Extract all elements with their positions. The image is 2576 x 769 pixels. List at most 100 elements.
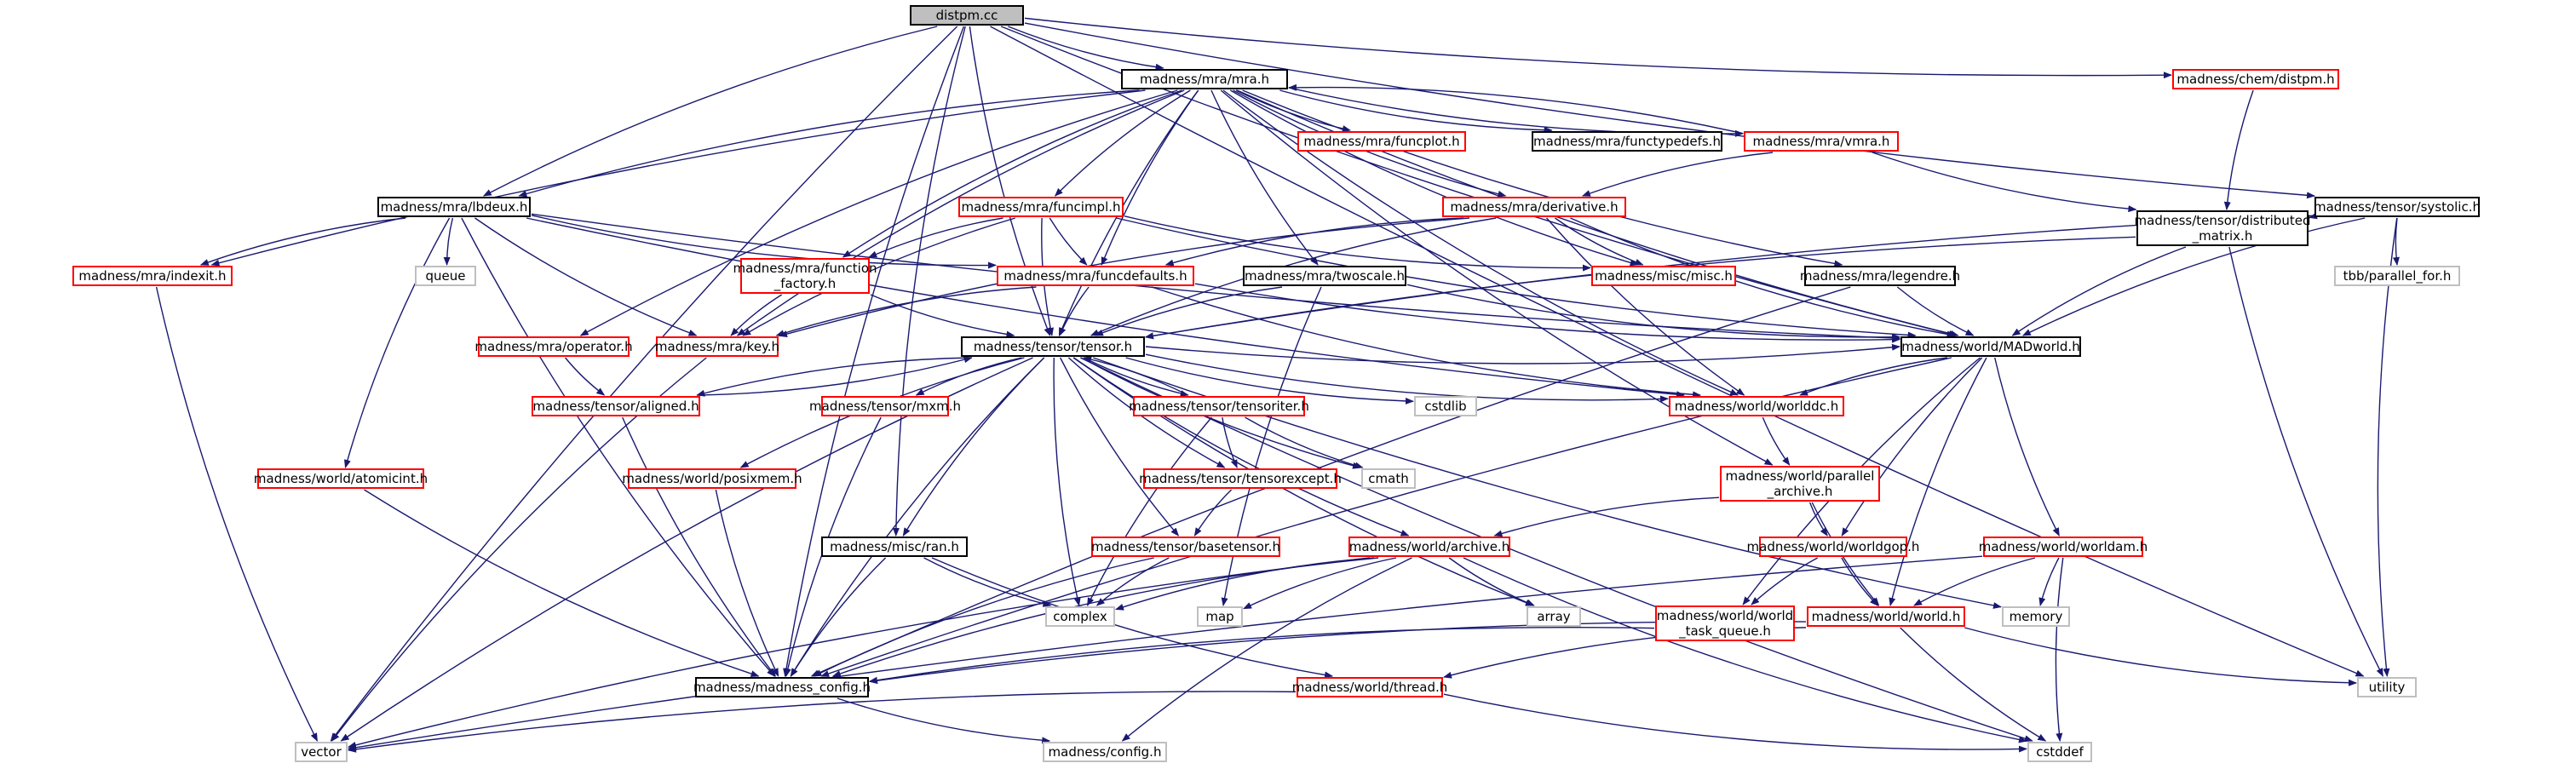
edge (1116, 217, 1917, 339)
node-tensorexcept[interactable]: madness/tensor/tensorexcept.h (1139, 468, 1342, 489)
node-lbdeux[interactable]: madness/mra/lbdeux.h (377, 197, 531, 217)
edge-aligned-to-tensor (697, 356, 973, 396)
node-vector[interactable]: vector (295, 742, 348, 762)
edge (2038, 557, 2060, 606)
edge (1279, 89, 1553, 134)
node-madworld[interactable]: madness/world/MADworld.h (1900, 336, 2081, 357)
node-tbbparfor[interactable]: tbb/parallel_for.h (2334, 266, 2460, 286)
node-archive[interactable]: madness/world/archive.h (1348, 537, 1510, 557)
node-label: madness/mra/key.h (655, 339, 779, 354)
node-parallelarchive[interactable]: madness/world/parallel_archive.h (1720, 466, 1880, 502)
node-mra[interactable]: madness/mra/mra.h (1121, 69, 1288, 89)
edge (779, 217, 1470, 338)
node-root[interactable]: distpm.cc (910, 5, 1024, 26)
node-label: madness/mra/mra.h (1140, 72, 1269, 87)
node-madconfig[interactable]: madness/madness_config.h (693, 677, 871, 697)
node-systolic[interactable]: madness/tensor/systolic.h (2314, 197, 2481, 217)
edge (461, 217, 775, 677)
node-key[interactable]: madness/mra/key.h (655, 336, 779, 357)
edge-mra-to-operator (579, 89, 1178, 336)
edge (1073, 357, 1410, 537)
edge (2223, 89, 2254, 210)
node-atomicint[interactable]: madness/world/atomicint.h (254, 468, 428, 489)
edge-archive-to-cstddef (1463, 557, 2027, 743)
node-basetensor[interactable]: madness/tensor/basetensor.h (1091, 537, 1280, 557)
node-funcfactory[interactable]: madness/mra/function_factory.h (733, 258, 877, 294)
edge (1889, 357, 1987, 606)
edge-twoscale-to-madworld (1406, 284, 1900, 341)
node-box (1197, 606, 1243, 627)
edge (1145, 353, 1669, 403)
edge (775, 286, 1037, 337)
edge (1220, 89, 1774, 466)
node-worldam[interactable]: madness/world/worldam.h (1979, 537, 2148, 557)
node-memory[interactable]: memory (2002, 606, 2070, 627)
node-worldgop[interactable]: madness/world/worldgop.h (1747, 537, 1920, 557)
node-cmath[interactable]: cmath (1361, 468, 1416, 489)
node-label: vector (301, 744, 342, 760)
node-functypedefs[interactable]: madness/mra/functypedefs.h (1532, 131, 1722, 152)
node-complex[interactable]: complex (1045, 606, 1115, 627)
node-posixmem[interactable]: madness/world/posixmem.h (622, 468, 802, 489)
node-distmatrix[interactable]: madness/tensor/distributed_matrix.h (2135, 210, 2311, 246)
edge-tensor-to-cmath (1080, 357, 1361, 469)
edge (2228, 246, 2383, 677)
node-queue[interactable]: queue (415, 266, 476, 286)
edge-lbdeux-to-atomicint (344, 217, 451, 468)
edge-vmra-to-mra (1288, 83, 1744, 135)
edge (1581, 152, 1774, 197)
node-worldtaskqueue[interactable]: madness/world/world_task_queue.h (1655, 605, 1795, 641)
node-worldh[interactable]: madness/world/world.h (1807, 606, 1965, 627)
edge-legendre-to-madworld (1896, 286, 1975, 336)
edge (1448, 557, 1535, 606)
node-label: madness/chem/distpm.h (2176, 72, 2334, 87)
node-twoscale[interactable]: madness/mra/twoscale.h (1243, 266, 1406, 286)
node-cstddef[interactable]: cstddef (2027, 742, 2092, 762)
edge-worldh-to-cstddef (1900, 627, 2047, 742)
edge-lbdeux-to-key (474, 217, 698, 336)
node-box (910, 5, 1024, 26)
node-derivative[interactable]: madness/mra/derivative.h (1442, 197, 1626, 217)
node-box (1442, 197, 1626, 217)
edge-systolic-to-utility (2377, 217, 2398, 677)
edge (155, 286, 319, 742)
edge-derivative-to-madworld (1570, 217, 1956, 338)
edge-operator-to-aligned (565, 357, 606, 396)
node-funcdefaults[interactable]: madness/mra/funcdefaults.h (997, 266, 1194, 286)
node-config[interactable]: madness/config.h (1043, 742, 1167, 762)
node-legendre[interactable]: madness/mra/legendre.h (1800, 266, 1960, 286)
node-funcimpl[interactable]: madness/mra/funcimpl.h (958, 197, 1124, 217)
edge (1443, 693, 2027, 753)
node-map[interactable]: map (1197, 606, 1243, 627)
edge (1053, 357, 1081, 606)
node-box (1720, 466, 1880, 502)
node-indexit[interactable]: madness/mra/indexit.h (72, 266, 233, 286)
node-tensor[interactable]: madness/tensor/tensor.h (961, 336, 1145, 357)
node-chemdistpm[interactable]: madness/chem/distpm.h (2172, 69, 2339, 89)
node-array[interactable]: array (1527, 606, 1581, 627)
node-box (257, 468, 424, 489)
node-funcplot[interactable]: madness/mra/funcplot.h (1297, 131, 1466, 152)
edge-derivative-to-key (779, 217, 1470, 338)
node-cstdlib[interactable]: cstdlib (1414, 396, 1477, 416)
node-aligned[interactable]: madness/tensor/aligned.h (532, 396, 700, 416)
node-ran[interactable]: madness/misc/ran.h (821, 537, 968, 557)
node-worlddc[interactable]: madness/world/worlddc.h (1669, 396, 1844, 416)
node-label: madness/mra/lbdeux.h (381, 199, 528, 215)
edge-funcfactory-to-tensor (870, 294, 1015, 338)
node-label: madness/world/parallel_archive.h (1726, 468, 1875, 500)
edge (783, 26, 965, 677)
edge-lbdeux-to-indexit (199, 217, 406, 266)
node-mxm[interactable]: madness/tensor/mxm.h (809, 396, 961, 416)
edge-twoscale-to-map (1221, 286, 1322, 606)
node-thread[interactable]: madness/world/thread.h (1292, 677, 1448, 697)
node-operator[interactable]: madness/mra/operator.h (474, 336, 633, 357)
node-miscmisc[interactable]: madness/misc/misc.h (1591, 266, 1736, 286)
edge-lbdeux-to-madconfig (461, 217, 775, 677)
node-utility[interactable]: utility (2357, 677, 2417, 697)
edge (870, 294, 1015, 338)
edge-madworld-to-worldh (1889, 357, 1987, 606)
node-label: madness/mra/twoscale.h (1245, 268, 1405, 284)
node-vmra[interactable]: madness/mra/vmra.h (1744, 131, 1899, 152)
node-tensoriter[interactable]: madness/tensor/tensoriter.h (1129, 396, 1309, 416)
